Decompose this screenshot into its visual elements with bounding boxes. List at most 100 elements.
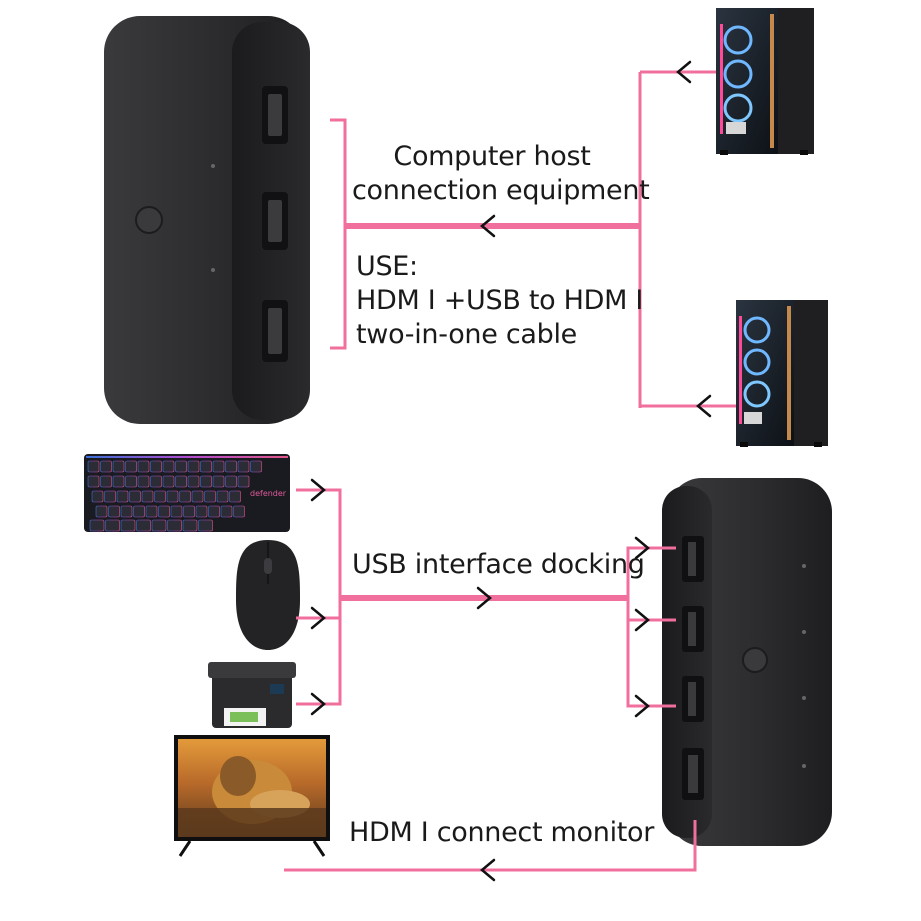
hdmi-port-2 (262, 192, 288, 250)
keyboard-key (104, 490, 116, 503)
keyboard-key (162, 460, 175, 473)
keyboard-key (195, 505, 208, 518)
usb-hub-device (662, 478, 832, 846)
keyboard-key (89, 519, 105, 532)
arrow-right-icon (476, 586, 492, 610)
keyboard-key (154, 490, 166, 503)
keyboard-key (250, 460, 262, 473)
hdmi-port-3 (262, 300, 288, 362)
keyboard-key (198, 519, 213, 532)
keyboard-key (204, 490, 216, 503)
label-use-line2: HDM I +USB to HDM I (356, 285, 644, 316)
keyboard-key (191, 490, 204, 503)
top-arrows (480, 60, 712, 418)
keyboard-key (158, 505, 170, 518)
keyboard-key (225, 475, 237, 488)
keyboard-key (212, 460, 225, 473)
keyboard-key (125, 460, 137, 473)
arrow-left-icon (480, 214, 496, 238)
keyboard-key (137, 475, 150, 488)
switch-button (135, 206, 163, 234)
tv-monitor-icon (174, 735, 330, 857)
keyboard-key (95, 505, 108, 518)
keyboard-key (220, 505, 233, 518)
label-cable-usage: USE: HDM I +USB to HDM I two-in-one cabl… (356, 250, 643, 352)
led-indicator (211, 268, 215, 272)
label-use-line3: two-in-one cable (356, 319, 577, 350)
usb-port-1 (682, 536, 704, 582)
keyboard-key (187, 460, 200, 473)
keyboard-key (166, 490, 179, 503)
usb-port-2 (682, 606, 704, 652)
keyboard-key (87, 475, 100, 488)
keyboard-key (182, 519, 198, 532)
bottom-arrows (310, 478, 650, 882)
arrow-right-icon (310, 606, 326, 630)
keyboard-key (237, 460, 250, 473)
keyboard-key (141, 490, 154, 503)
keyboard-key (233, 505, 245, 518)
pc-tower-icon (716, 8, 814, 155)
keyboard-key (105, 519, 120, 532)
keyboard-icon: defender (84, 454, 290, 532)
keyboard-key (150, 460, 162, 473)
top-connectors (330, 70, 736, 408)
keyboard-key (120, 505, 133, 518)
keyboard-key (129, 490, 141, 503)
arrow-left-icon (480, 858, 496, 882)
keyboard-key (150, 475, 162, 488)
arrow-right-icon (634, 694, 650, 718)
keyboard-keys (87, 460, 262, 532)
keyboard-key (112, 475, 125, 488)
line-to-monitor (284, 820, 697, 872)
keyboard-key (116, 490, 129, 503)
keyboard-key (87, 460, 100, 473)
bottom-connectors (284, 488, 697, 872)
keyboard-key (91, 490, 104, 503)
label-computer-host: Computer host connection equipment (352, 140, 650, 208)
keyboard-key (112, 460, 125, 473)
pc-tower-icon (736, 300, 828, 447)
keyboard-key (145, 505, 158, 518)
hdmi-switch-device (104, 16, 310, 424)
keyboard-key (237, 475, 250, 488)
printer-icon (208, 662, 296, 728)
keyboard-key (151, 519, 167, 532)
arrow-right-icon (310, 478, 326, 502)
bracket-usb-ports (626, 546, 676, 708)
keyboard-brand: defender (250, 489, 287, 498)
keyboard-key (216, 490, 229, 503)
keyboard-key (100, 475, 112, 488)
arrow-right-icon (310, 692, 326, 716)
keyboard-key (229, 490, 241, 503)
hdmi-port-1 (262, 86, 288, 144)
keyboard-key (187, 475, 200, 488)
keyboard-key (100, 460, 112, 473)
keyboard-key (179, 490, 191, 503)
arrow-left-icon (696, 394, 712, 418)
keyboard-key (175, 460, 187, 473)
label-use-line1: USE: (356, 251, 418, 282)
bracket-input-devices (296, 488, 342, 706)
keyboard-key (200, 475, 212, 488)
hub-button (742, 647, 768, 673)
keyboard-key (225, 460, 237, 473)
keyboard-key (120, 519, 136, 532)
keyboard-key (183, 505, 195, 518)
keyboard-key (108, 505, 120, 518)
label-usb-docking: USB interface docking (352, 549, 645, 580)
keyboard-key (133, 505, 145, 518)
keyboard-key (170, 505, 183, 518)
keyboard-key (162, 475, 175, 488)
keyboard-key (212, 475, 225, 488)
arrow-left-icon (676, 60, 692, 84)
keyboard-key (208, 505, 220, 518)
led-indicator (211, 164, 215, 168)
keyboard-key (175, 475, 187, 488)
bracket-left (330, 118, 347, 350)
arrow-right-icon (634, 536, 650, 560)
keyboard-key (137, 460, 150, 473)
keyboard-key (136, 519, 151, 532)
